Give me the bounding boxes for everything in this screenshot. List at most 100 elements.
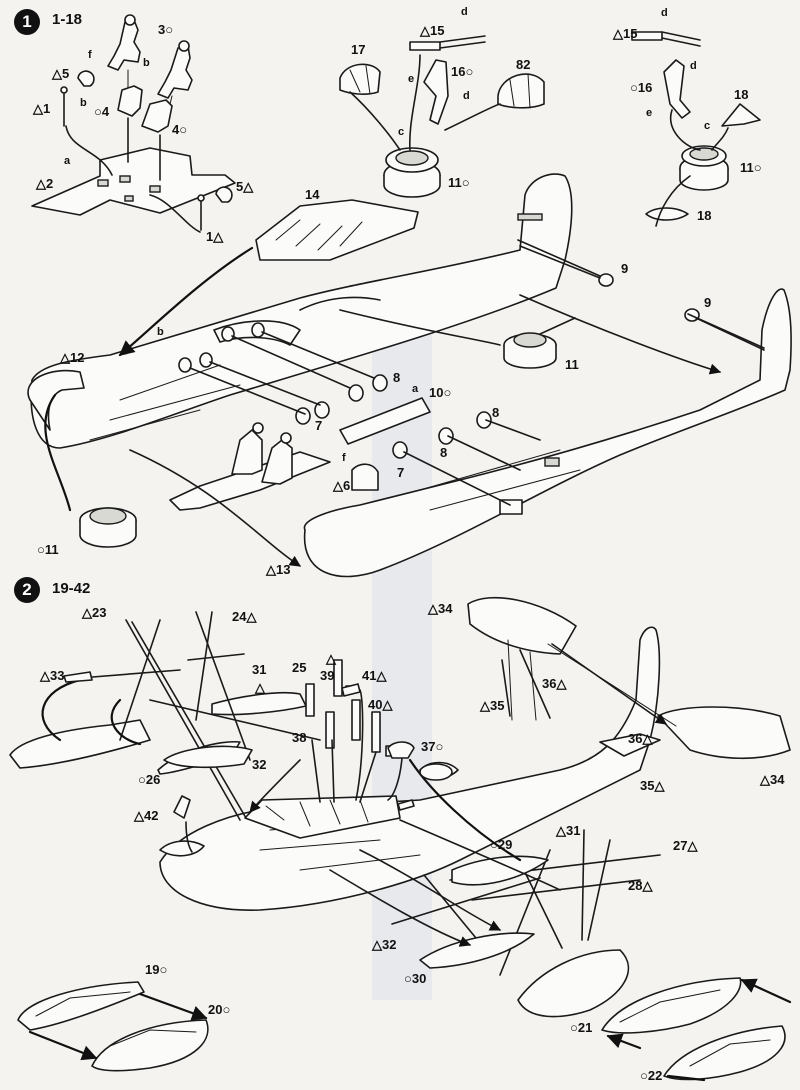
part-label-5b: 5△ — [236, 179, 254, 194]
part-label-38: 38 — [292, 730, 307, 745]
part-label-9b: 9 — [704, 295, 712, 310]
part-label-8a: 8 — [393, 370, 401, 385]
step1-seats — [117, 69, 173, 181]
part-label-36a: 36△ — [542, 676, 567, 691]
part-label-15a: △15 — [420, 23, 445, 38]
part-label-37: 37○ — [421, 739, 444, 754]
sublabel-e: e — [646, 107, 653, 119]
step1-big-arrows — [44, 239, 765, 567]
step-1-range: 1-18 — [52, 11, 83, 28]
part-label-7a: 7 — [315, 418, 323, 433]
part-label-39: 39 — [320, 668, 335, 683]
part-label-11b: 11 — [565, 357, 579, 372]
sublabel-e: e — [408, 73, 415, 85]
step-2-range: 19-42 — [52, 580, 91, 597]
part-label-33: △33 — [40, 668, 65, 683]
part-label-35b: 35△ — [640, 778, 665, 793]
sublabel-f: f — [88, 49, 92, 61]
part-label-1b: 1△ — [206, 229, 224, 244]
part-label-11c: 11○ — [740, 160, 762, 175]
part-label-4b: 4○ — [172, 122, 188, 137]
part-label-5a: △5 — [52, 66, 70, 81]
step-1-number: 1 — [22, 12, 32, 31]
step1-control-sticks — [60, 70, 233, 233]
part-label-14: 14 — [305, 187, 320, 202]
step-1-badge: 1 — [14, 9, 40, 35]
part-label-24: 24△ — [232, 609, 257, 624]
part-label-31b: △31 — [556, 823, 581, 838]
part-label-35a: △35 — [480, 698, 505, 713]
step2-bottom-floats — [17, 977, 786, 1081]
sublabel-d: d — [661, 7, 668, 19]
step2-arrows — [28, 643, 792, 1082]
part-label-34b: △34 — [760, 772, 785, 787]
step1-seated-crew — [231, 422, 293, 485]
step1-windows — [178, 273, 700, 459]
sublabel-d: d — [690, 60, 697, 72]
sublabel-c: c — [398, 126, 405, 138]
step1-guns — [409, 31, 701, 125]
part-label-27: 27△ — [673, 838, 698, 853]
sublabel-d: d — [463, 90, 470, 102]
part-label-4a: ○4 — [94, 104, 110, 119]
part-label-19: 19○ — [145, 962, 168, 977]
part-label-13: △13 — [266, 562, 291, 577]
part-label-6: △6 — [333, 478, 351, 493]
part-label-18b: 18 — [697, 208, 712, 223]
part-label-34a: △34 — [428, 601, 453, 616]
part-label-7b: 7 — [397, 465, 405, 480]
step1-window-lines — [189, 245, 765, 506]
sublabel-d: d — [461, 6, 468, 18]
part-label-3: 3○ — [158, 22, 174, 37]
part-label-2: △2 — [36, 176, 54, 191]
step1-cabin-roof — [255, 199, 419, 261]
sublabel-a: a — [412, 383, 419, 395]
part-label-32b: △32 — [372, 937, 397, 952]
step1-turret-domes — [339, 63, 761, 221]
step-2-badge: 2 — [14, 577, 40, 603]
part-label-11d: ○11 — [37, 542, 59, 557]
part-label-21: ○21 — [570, 1020, 593, 1035]
part-label-1: △1 — [33, 101, 51, 116]
sublabel-b: b — [143, 57, 150, 69]
part-label-18a: 18 — [734, 87, 749, 102]
part-label-42: △42 — [134, 808, 159, 823]
part-label-8b: 8 — [440, 445, 448, 460]
part-label-40: 40△ — [368, 697, 393, 712]
part-label-17: 17 — [351, 42, 366, 57]
step2-small-parts — [63, 671, 453, 819]
part-label-26: ○26 — [138, 772, 161, 787]
part-label-32a: 32 — [252, 757, 267, 772]
part-label-28: 28△ — [628, 878, 653, 893]
sublabel-f: f — [342, 452, 346, 464]
part-label-82: 82 — [516, 57, 531, 72]
step1-turret-nose — [79, 317, 576, 548]
step1-turret-rings — [383, 145, 729, 198]
step2-tailplanes — [467, 596, 791, 760]
part-label-25: 25 — [292, 660, 307, 675]
part-label-31a: 31 — [252, 662, 267, 677]
part-label-23: △23 — [82, 605, 107, 620]
part-label-9a: 9 — [621, 261, 629, 276]
part-label-29: ○29 — [490, 837, 513, 852]
triangle-marker-1: △ — [326, 651, 336, 666]
part-label-20: 20○ — [208, 1002, 231, 1017]
step1-assembly-lines — [349, 54, 729, 227]
part-label-30: ○30 — [404, 971, 427, 986]
part-label-12: △12 — [60, 350, 85, 365]
part-label-15b: △15 — [613, 26, 638, 41]
part-label-10: 10○ — [429, 385, 452, 400]
step1-cockpit-floor — [31, 147, 236, 216]
step1-hull-left — [30, 173, 573, 449]
part-label-8c: 8 — [492, 405, 500, 420]
part-label-41: 41△ — [362, 668, 387, 683]
triangle-marker-2: △ — [255, 680, 265, 695]
part-label-22: ○22 — [640, 1068, 663, 1083]
step2-floats-assembly — [159, 745, 630, 1018]
part-label-11a: 11○ — [448, 175, 470, 190]
sublabel-b: b — [80, 97, 87, 109]
sublabel-b: b — [157, 326, 164, 338]
sublabel-a: a — [64, 155, 71, 167]
